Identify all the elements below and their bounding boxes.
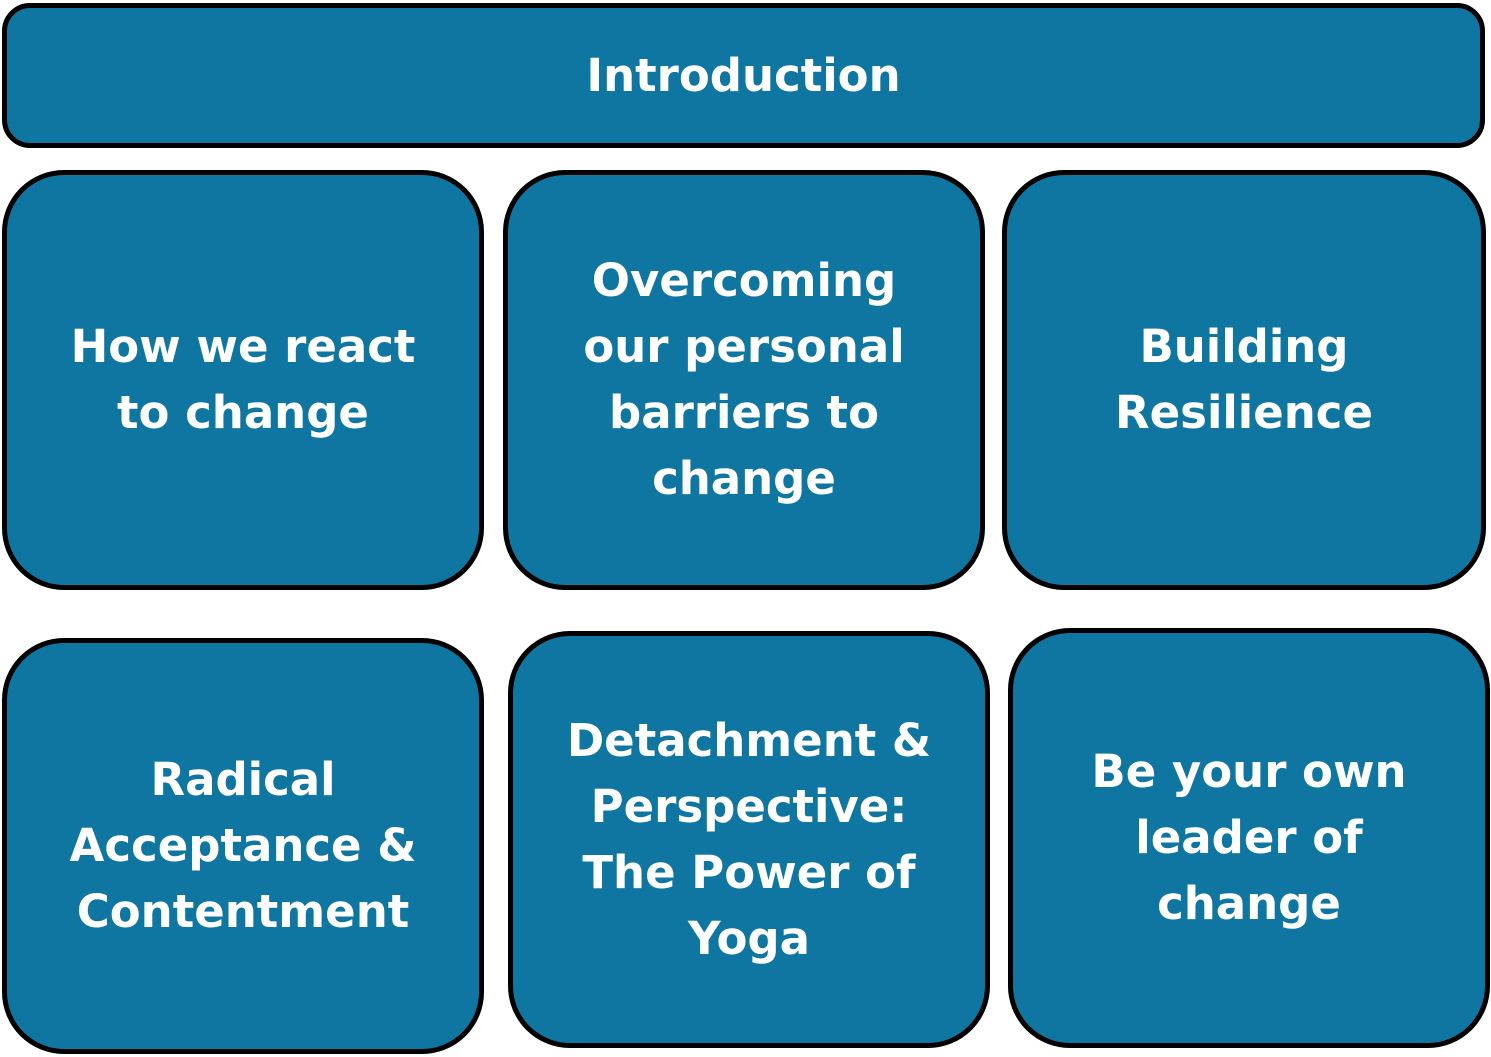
tile-line: Detachment & xyxy=(566,713,932,767)
tile-line: Contentment xyxy=(76,885,410,938)
tile-line: Overcoming xyxy=(591,254,897,307)
introduction-label: Introduction xyxy=(586,48,901,102)
tile-line: leader of xyxy=(1135,811,1363,864)
tile-line: Perspective: xyxy=(590,779,908,833)
tile-line: change xyxy=(1157,877,1341,930)
tile-line: How we react xyxy=(70,320,416,373)
tile-text: Overcoming our personal barriers to chan… xyxy=(583,248,904,512)
tile-line: our personal xyxy=(583,320,905,373)
tile-text: Be your own leader of change xyxy=(1091,739,1406,937)
tile-line: Resilience xyxy=(1115,386,1373,439)
introduction-box: Introduction xyxy=(2,3,1485,148)
tile-line: The Power of xyxy=(582,845,916,899)
tile-overcoming-barriers: Overcoming our personal barriers to chan… xyxy=(503,170,985,590)
tile-line: Be your own xyxy=(1091,745,1407,798)
tile-building-resilience: Building Resilience xyxy=(1002,170,1486,590)
tile-line: change xyxy=(652,452,836,505)
tile-be-your-own-leader: Be your own leader of change xyxy=(1008,628,1490,1048)
tile-line: barriers to xyxy=(609,386,879,439)
tile-text: Radical Acceptance & Contentment xyxy=(70,747,417,945)
tile-radical-acceptance: Radical Acceptance & Contentment xyxy=(2,638,484,1054)
tile-text: Building Resilience xyxy=(1115,314,1373,446)
tile-text: How we react to change xyxy=(71,314,416,446)
tile-line: Yoga xyxy=(688,911,810,965)
tile-text: Detachment & Perspective: The Power of Y… xyxy=(567,708,931,972)
tile-detachment-perspective: Detachment & Perspective: The Power of Y… xyxy=(508,631,990,1048)
tile-how-we-react: How we react to change xyxy=(2,170,484,590)
tile-line: Acceptance & xyxy=(69,819,417,872)
tile-line: Building xyxy=(1139,320,1349,373)
tile-line: Radical xyxy=(150,753,336,806)
tile-line: to change xyxy=(117,386,369,439)
